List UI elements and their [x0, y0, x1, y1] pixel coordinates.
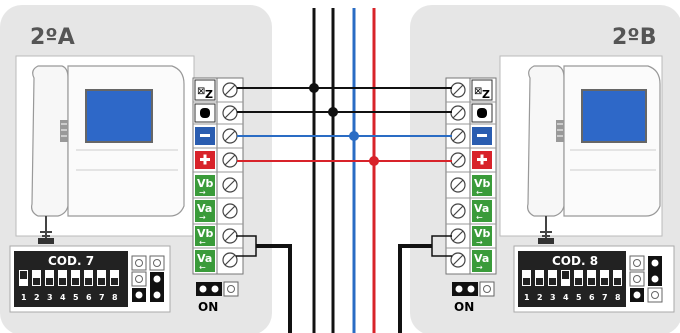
svg-text:7: 7 — [602, 293, 608, 302]
svg-text:→: → — [476, 263, 483, 272]
svg-text:⊠: ⊠ — [474, 86, 482, 97]
right-terminal-block: ⊠ Z Vb ← Va ← Vb → Va → — [445, 77, 497, 275]
svg-text:→: → — [199, 213, 206, 222]
right-on-label: ON — [454, 300, 474, 314]
svg-text:3: 3 — [550, 293, 556, 302]
right-monitor — [499, 55, 663, 244]
svg-text:←: ← — [476, 213, 483, 222]
left-dip-switch: COD. 7 1 2 3 4 5 6 7 — [9, 245, 171, 313]
left-unit-label: 2ºA — [30, 25, 75, 50]
right-code-label: COD. 8 — [552, 254, 598, 268]
svg-text:Vb: Vb — [474, 177, 491, 190]
right-on-jumper: ON — [452, 281, 495, 314]
svg-text:4: 4 — [60, 293, 66, 302]
svg-text:←: ← — [199, 263, 206, 272]
left-on-jumper: ON — [196, 281, 239, 314]
left-on-label: ON — [198, 300, 218, 314]
video-wires — [236, 235, 452, 333]
svg-text:Vb: Vb — [197, 227, 214, 240]
svg-text:2: 2 — [537, 293, 543, 302]
speaker-terminal-label — [194, 79, 216, 101]
svg-text:→: → — [476, 238, 483, 247]
vb-terminal-label — [195, 175, 215, 196]
svg-text:Vb: Vb — [197, 177, 214, 190]
left-monitor — [15, 55, 195, 244]
va-terminal-label — [195, 200, 215, 222]
svg-text:4: 4 — [563, 293, 569, 302]
right-unit-label: 2ºB — [612, 25, 656, 50]
right-dip-switch: COD. 8 1 2 3 4 5 6 7 — [513, 245, 675, 313]
vb-terminal-label-2 — [195, 226, 215, 246]
va-terminal-label-2 — [195, 250, 215, 272]
svg-text:7: 7 — [99, 293, 105, 302]
left-terminal-block: ⊠ Z Vb → Va → Vb ← Va ← — [192, 77, 244, 275]
left-code-label: COD. 7 — [48, 254, 94, 268]
svg-text:6: 6 — [86, 293, 92, 302]
svg-text:Vb: Vb — [474, 227, 491, 240]
svg-text:Z: Z — [482, 88, 490, 101]
svg-text:5: 5 — [576, 293, 582, 302]
svg-text:Va: Va — [197, 202, 212, 215]
svg-text:←: ← — [199, 238, 206, 247]
screw-icon — [222, 82, 238, 268]
svg-text:Va: Va — [474, 202, 489, 215]
svg-text:1: 1 — [524, 293, 530, 302]
svg-text:3: 3 — [47, 293, 53, 302]
svg-text:5: 5 — [73, 293, 79, 302]
svg-text:←: ← — [476, 188, 483, 197]
svg-text:⊠: ⊠ — [197, 86, 205, 97]
bus-connections — [237, 83, 452, 166]
svg-text:Va: Va — [197, 252, 212, 265]
svg-text:→: → — [199, 188, 206, 197]
svg-text:8: 8 — [112, 293, 118, 302]
svg-text:2: 2 — [34, 293, 40, 302]
svg-text:Va: Va — [474, 252, 489, 265]
z-label: Z — [205, 88, 213, 101]
svg-text:1: 1 — [21, 293, 27, 302]
svg-text:8: 8 — [615, 293, 621, 302]
svg-text:6: 6 — [589, 293, 595, 302]
bus-wires — [312, 8, 376, 333]
